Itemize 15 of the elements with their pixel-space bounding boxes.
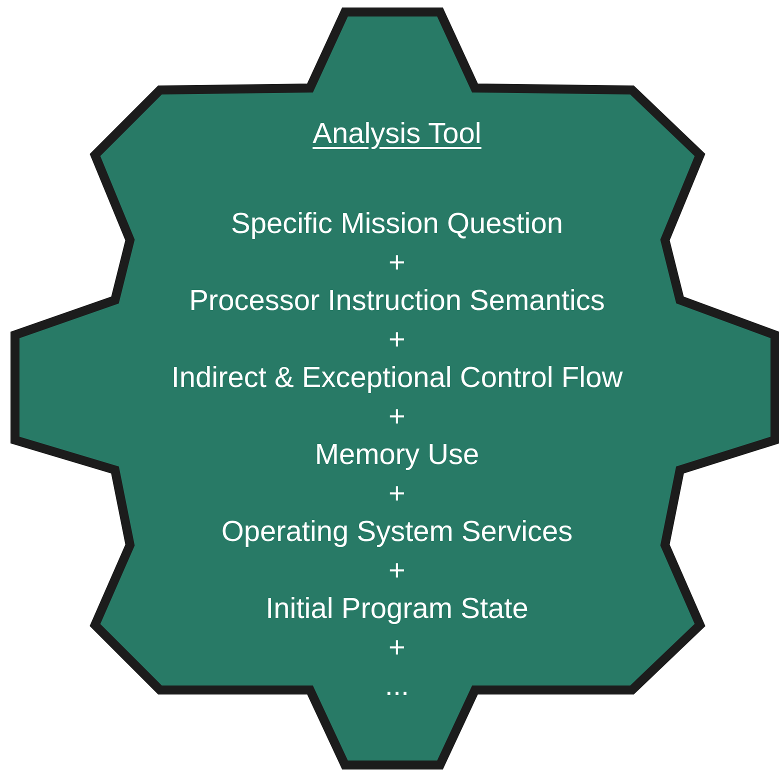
plus-separator: + — [388, 476, 406, 512]
gear-title: Analysis Tool — [312, 118, 482, 151]
component-text: Initial Program State — [264, 592, 530, 627]
component-text: Memory Use — [314, 438, 480, 473]
plus-separator: + — [388, 322, 406, 358]
plus-separator: + — [388, 630, 406, 666]
component-text: Processor Instruction Semantics — [188, 284, 606, 319]
gear-shape — [10, 8, 779, 770]
component-text: Specific Mission Question — [230, 207, 564, 242]
plus-separator: + — [388, 400, 406, 434]
plus-separator: + — [388, 554, 406, 588]
component-text: ... — [384, 669, 410, 704]
component-text: Operating System Services — [220, 515, 574, 550]
component-text: Indirect & Exceptional Control Flow — [170, 361, 624, 396]
plus-separator: + — [388, 246, 406, 280]
